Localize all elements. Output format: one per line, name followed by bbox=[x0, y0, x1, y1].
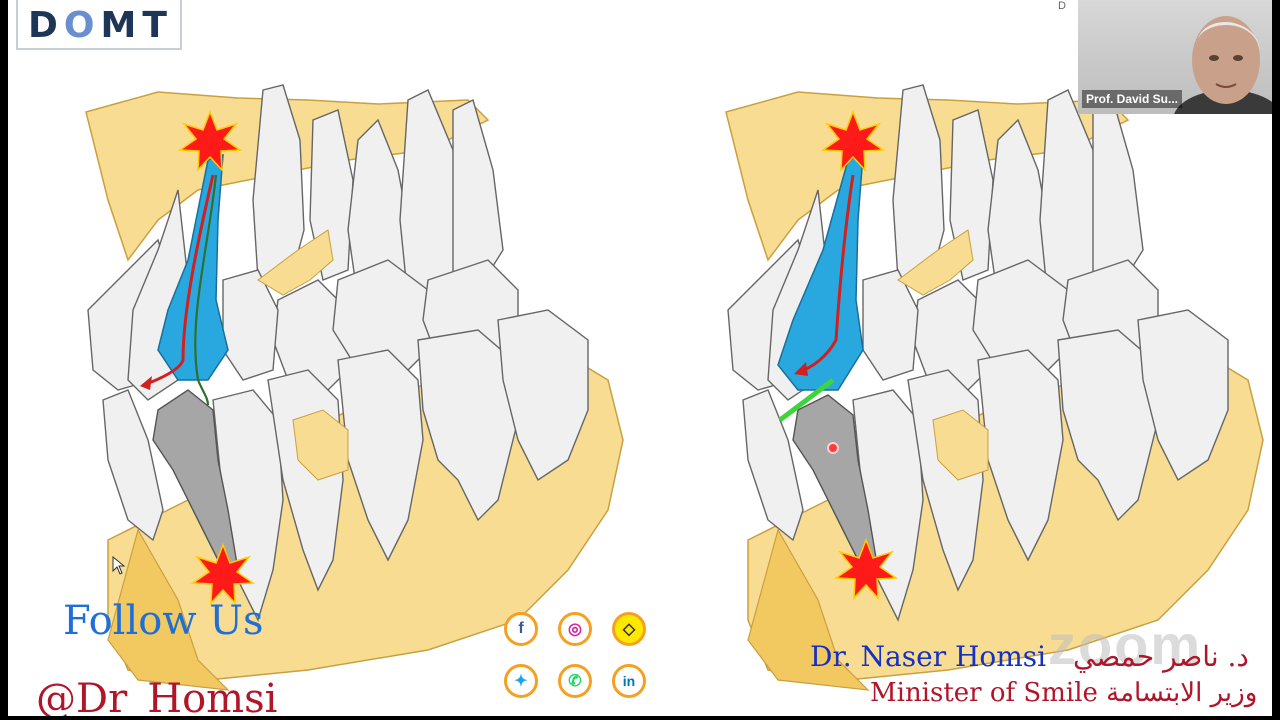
star-lower bbox=[833, 537, 899, 601]
whatsapp-icon[interactable]: ✆ bbox=[558, 664, 592, 698]
presenter-name-en: Dr. Naser Homsi bbox=[810, 640, 1047, 673]
eruption-path-green-arrow bbox=[194, 174, 218, 406]
participant-video-tile[interactable]: Prof. David Su... bbox=[1078, 0, 1272, 114]
twitter-icon[interactable]: ✦ bbox=[504, 664, 538, 698]
presenter-credit: Dr. Naser Homsi د. ناصر حمصي bbox=[810, 640, 1249, 673]
upper-gingiva-patch bbox=[897, 229, 974, 296]
participant-name: Prof. David Su... bbox=[1082, 90, 1183, 108]
logo-letter-o: O bbox=[63, 5, 101, 46]
impacted-canine-blue bbox=[777, 153, 864, 391]
follow-us-text: Follow Us bbox=[63, 598, 264, 644]
upper-gingiva-patch bbox=[257, 229, 334, 296]
domt-logo: DOMT bbox=[16, 0, 182, 50]
eruption-path-red-arrow bbox=[142, 174, 215, 387]
logo-letters-mt: MT bbox=[100, 5, 173, 46]
red-arrowhead bbox=[794, 362, 808, 376]
zoom-watermark: zoom bbox=[1048, 613, 1203, 676]
lower-gingiva-patch bbox=[932, 409, 989, 481]
linkedin-icon[interactable]: in bbox=[612, 664, 646, 698]
snapchat-icon[interactable]: ◇ bbox=[612, 612, 646, 646]
mouse-cursor-icon bbox=[112, 556, 126, 575]
star-upper bbox=[820, 109, 886, 173]
panel-edge-label: D bbox=[1058, 0, 1066, 12]
instagram-icon[interactable]: ◎ bbox=[558, 612, 592, 646]
lower-gingiva-patch bbox=[292, 409, 349, 481]
presenter-name-ar: د. ناصر حمصي bbox=[1073, 640, 1249, 673]
logo-letter-d: D bbox=[28, 5, 64, 46]
presenter-title: Minister of Smile وزير الابتسامة bbox=[870, 678, 1258, 708]
slide-canvas: DOMT D bbox=[8, 0, 1272, 716]
chin-region bbox=[107, 528, 230, 691]
social-handle-text: @Dr_Homsi bbox=[36, 676, 278, 716]
lower-teeth bbox=[102, 309, 589, 622]
participant-avatar bbox=[1174, 16, 1272, 114]
illustration-right bbox=[725, 84, 1264, 691]
eruption-path-red-arrow bbox=[797, 174, 855, 374]
extraction-line-green bbox=[778, 378, 835, 422]
pointer-dot bbox=[827, 442, 839, 454]
facebook-icon[interactable]: f bbox=[504, 612, 538, 646]
illustration-left bbox=[85, 84, 624, 691]
lower-teeth bbox=[742, 309, 1229, 622]
chin-region bbox=[747, 528, 870, 691]
star-upper bbox=[177, 109, 243, 173]
star-lower bbox=[190, 542, 256, 606]
red-arrowhead bbox=[140, 376, 152, 390]
